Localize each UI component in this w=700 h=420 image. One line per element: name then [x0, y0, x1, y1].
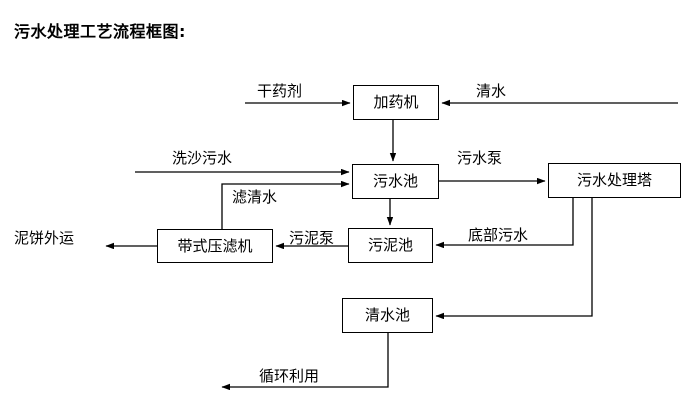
- node-label: 带式压滤机: [177, 236, 253, 255]
- edge-label-sewage-pump: 污水泵: [457, 149, 503, 167]
- edge-label-filtrate: 滤清水: [232, 188, 278, 206]
- edge-label-sludge-pump: 污泥泵: [289, 229, 335, 247]
- node-clear-water-pool[interactable]: 清水池: [342, 298, 433, 333]
- terminal-label-dry-agent: 干药剂: [257, 82, 303, 100]
- page-title: 污水处理工艺流程框图:: [14, 22, 186, 41]
- edge-treat-tower-to-clear-pool: [435, 198, 593, 320]
- node-belt-filter-press[interactable]: 带式压滤机: [157, 229, 273, 263]
- node-label: 清水池: [364, 306, 410, 324]
- node-treatment-tower[interactable]: 污水处理塔: [548, 163, 681, 198]
- edge-label-bottom-sewage: 底部污水: [468, 226, 529, 244]
- node-label: 污水处理塔: [576, 171, 652, 189]
- terminal-label-sand-wash-sewage: 洗沙污水: [172, 149, 233, 167]
- node-label: 污泥池: [367, 236, 413, 254]
- node-dosing-machine[interactable]: 加药机: [353, 85, 439, 120]
- node-label: 加药机: [373, 93, 419, 111]
- node-sludge-pool[interactable]: 污泥池: [348, 228, 433, 263]
- edge-label-recycle-use: 循环利用: [259, 367, 320, 385]
- terminal-label-mud-cake-transport: 泥饼外运: [14, 229, 75, 247]
- terminal-label-clean-water: 清水: [476, 82, 507, 100]
- node-sewage-pool[interactable]: 污水池: [352, 164, 439, 199]
- node-label: 污水池: [372, 172, 418, 190]
